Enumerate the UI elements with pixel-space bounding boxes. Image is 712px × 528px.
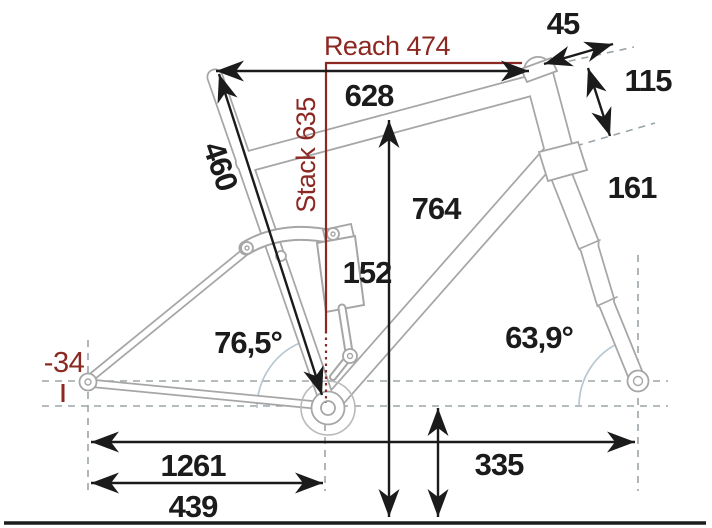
standover-label: 764: [412, 191, 462, 226]
head-tube-bottom-reference: [575, 122, 656, 147]
bb-height-label: 335: [475, 447, 524, 482]
shock-measurement-label: 152: [343, 255, 392, 290]
reach-label: Reach 474: [324, 31, 451, 61]
frame: [78, 56, 650, 436]
stack-label: Stack 635: [291, 97, 321, 213]
wheelbase-label: 1261: [161, 448, 227, 483]
head-tube-length-label: 115: [624, 63, 672, 98]
fork-joint-upper: [578, 239, 601, 250]
top-tube-horizontal-label: 628: [345, 78, 394, 113]
measurement-arrows: [91, 41, 635, 517]
fork-crown: [537, 140, 589, 183]
fork-joint-lower: [596, 296, 618, 307]
head-angle-label: 63,9°: [505, 320, 573, 355]
head-tube-extension-arrow: [543, 41, 614, 67]
head-angle-arc: [578, 341, 622, 407]
fork-measurement-label: 161: [608, 170, 657, 205]
bb-drop-label: -34: [44, 347, 85, 379]
head-tube-length-arrow: [586, 67, 612, 137]
head-tube-extension-label: 45: [547, 6, 580, 41]
seat-angle-label: 76,5°: [214, 325, 282, 360]
seat-tube-length-arrow: [217, 73, 324, 396]
chainstay-label: 439: [169, 489, 218, 524]
